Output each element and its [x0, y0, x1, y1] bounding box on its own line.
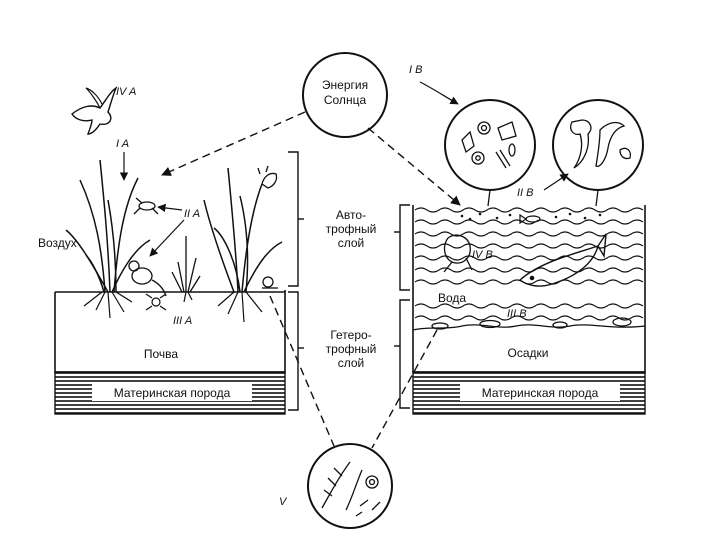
bird-icon [71, 86, 118, 135]
air-label: Воздух [38, 236, 77, 250]
snail-icon [262, 276, 278, 289]
decomposers-inset [307, 443, 393, 529]
land-bedrock-label-bg [92, 383, 252, 401]
sun-to-land-arrow [161, 111, 306, 176]
ii-a-arrow-lower [149, 219, 185, 257]
level-i-a: I A [116, 138, 129, 150]
small-plant [171, 236, 201, 293]
water-bedrock-label-bg [460, 383, 620, 401]
level-iii-b: III B [507, 308, 527, 320]
level-iv-a: IV A [116, 86, 136, 98]
plant-roots [83, 291, 263, 323]
grass-plant-left [65, 159, 151, 293]
level-ii-b: II B [517, 187, 534, 199]
soil-label: Почва [144, 347, 179, 361]
sediments-label: Осадки [508, 346, 549, 360]
heterotrophic-label-line3: слой [338, 356, 365, 370]
grass-plant-right [203, 167, 283, 293]
zooplankton-pointer [595, 189, 599, 207]
phytoplankton-pointer [487, 189, 491, 207]
heterotrophic-label-line1: Гетеро- [330, 328, 371, 342]
autotrophic-label-line1: Авто- [336, 208, 366, 222]
zooplankton-inset [552, 99, 644, 207]
large-fish-icon [518, 233, 607, 287]
land-to-decomposers-line [269, 295, 335, 447]
autotrophic-layer-bracket [288, 151, 410, 291]
plankton-dots [460, 212, 602, 221]
water-ecosystem: IV B Вода III B Осадки Материнская пород… [412, 205, 646, 415]
level-v: V [279, 496, 288, 508]
sediment-surface [412, 317, 646, 331]
land-ecosystem: Материнская порода Почва Воздух IV A I A… [38, 86, 286, 415]
level-iv-b: IV B [472, 249, 493, 261]
sun-to-water-arrow [367, 127, 461, 206]
autotrophic-label-line3: слой [338, 236, 365, 250]
ii-b-arrow [543, 173, 569, 191]
flower-icon [257, 165, 278, 189]
soil-arthropod-icon [145, 293, 167, 311]
phytoplankton-inset [444, 99, 536, 207]
level-ii-a: II A [184, 208, 200, 220]
water-label: Вода [438, 291, 466, 305]
level-iii-a: III A [173, 315, 192, 327]
sun-energy-node: Энергия Солнца [302, 52, 388, 138]
amphibian-icon [443, 234, 473, 273]
sun-label-line2: Солнца [324, 93, 367, 107]
water-bedrock-label: Материнская порода [482, 386, 599, 400]
land-bedrock-label: Материнская порода [114, 386, 231, 400]
water-to-decomposers-line [371, 329, 438, 449]
heterotrophic-layer-bracket [288, 291, 410, 411]
small-fish-icon [519, 213, 541, 225]
autotrophic-label-line2: трофный [326, 222, 377, 236]
level-i-b: I B [409, 64, 422, 76]
insect-icon [133, 197, 159, 215]
sun-label-line1: Энергия [322, 78, 368, 92]
i-b-arrow [419, 81, 459, 105]
ii-a-arrow-upper [157, 203, 183, 213]
rodent-icon [128, 260, 167, 297]
heterotrophic-label-line2: трофный [326, 342, 377, 356]
